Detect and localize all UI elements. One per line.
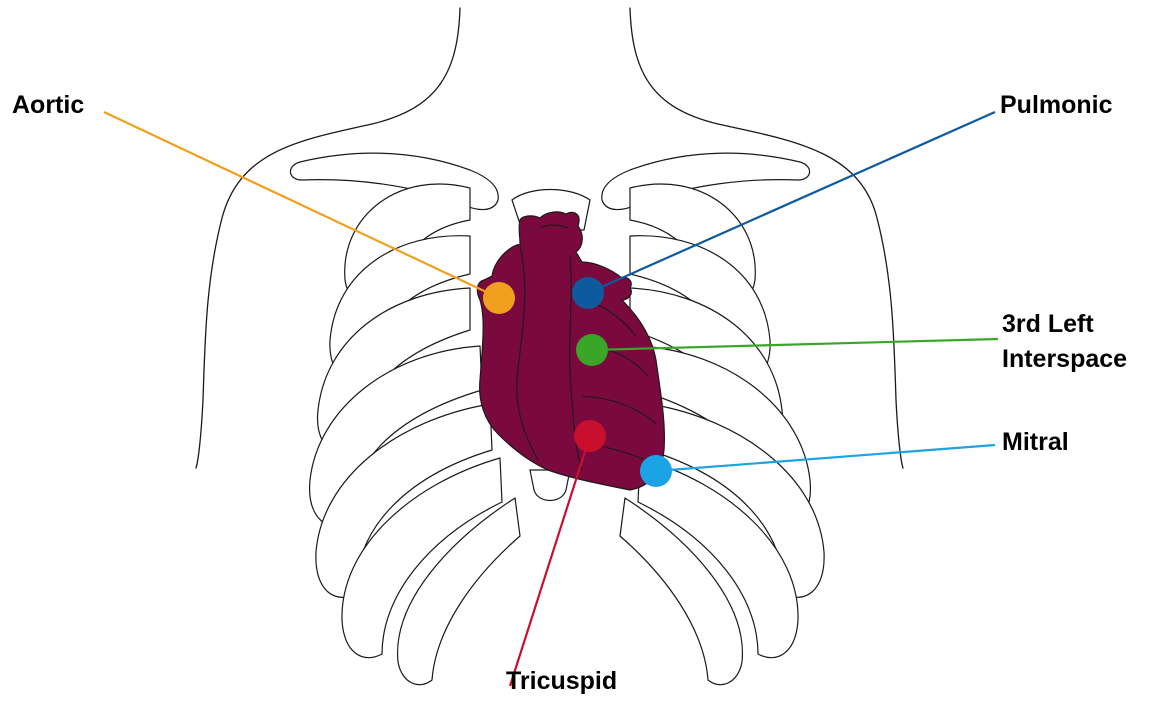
third-left-interspace-label-line-1: 3rd Left	[1002, 310, 1094, 338]
pulmonic-label: Pulmonic	[1000, 91, 1113, 119]
pulmonic-marker[interactable]	[572, 277, 604, 309]
mitral-marker[interactable]	[640, 455, 672, 487]
tricuspid-marker[interactable]	[574, 420, 606, 452]
mitral-label: Mitral	[1002, 428, 1069, 456]
third-left-interspace-leader-line	[592, 339, 998, 350]
tricuspid-label: Tricuspid	[506, 667, 617, 695]
aortic-marker[interactable]	[483, 282, 515, 314]
third-left-interspace-marker[interactable]	[576, 334, 608, 366]
third-left-interspace-label-line-2: Interspace	[1002, 345, 1127, 373]
aortic-label: Aortic	[12, 91, 84, 119]
